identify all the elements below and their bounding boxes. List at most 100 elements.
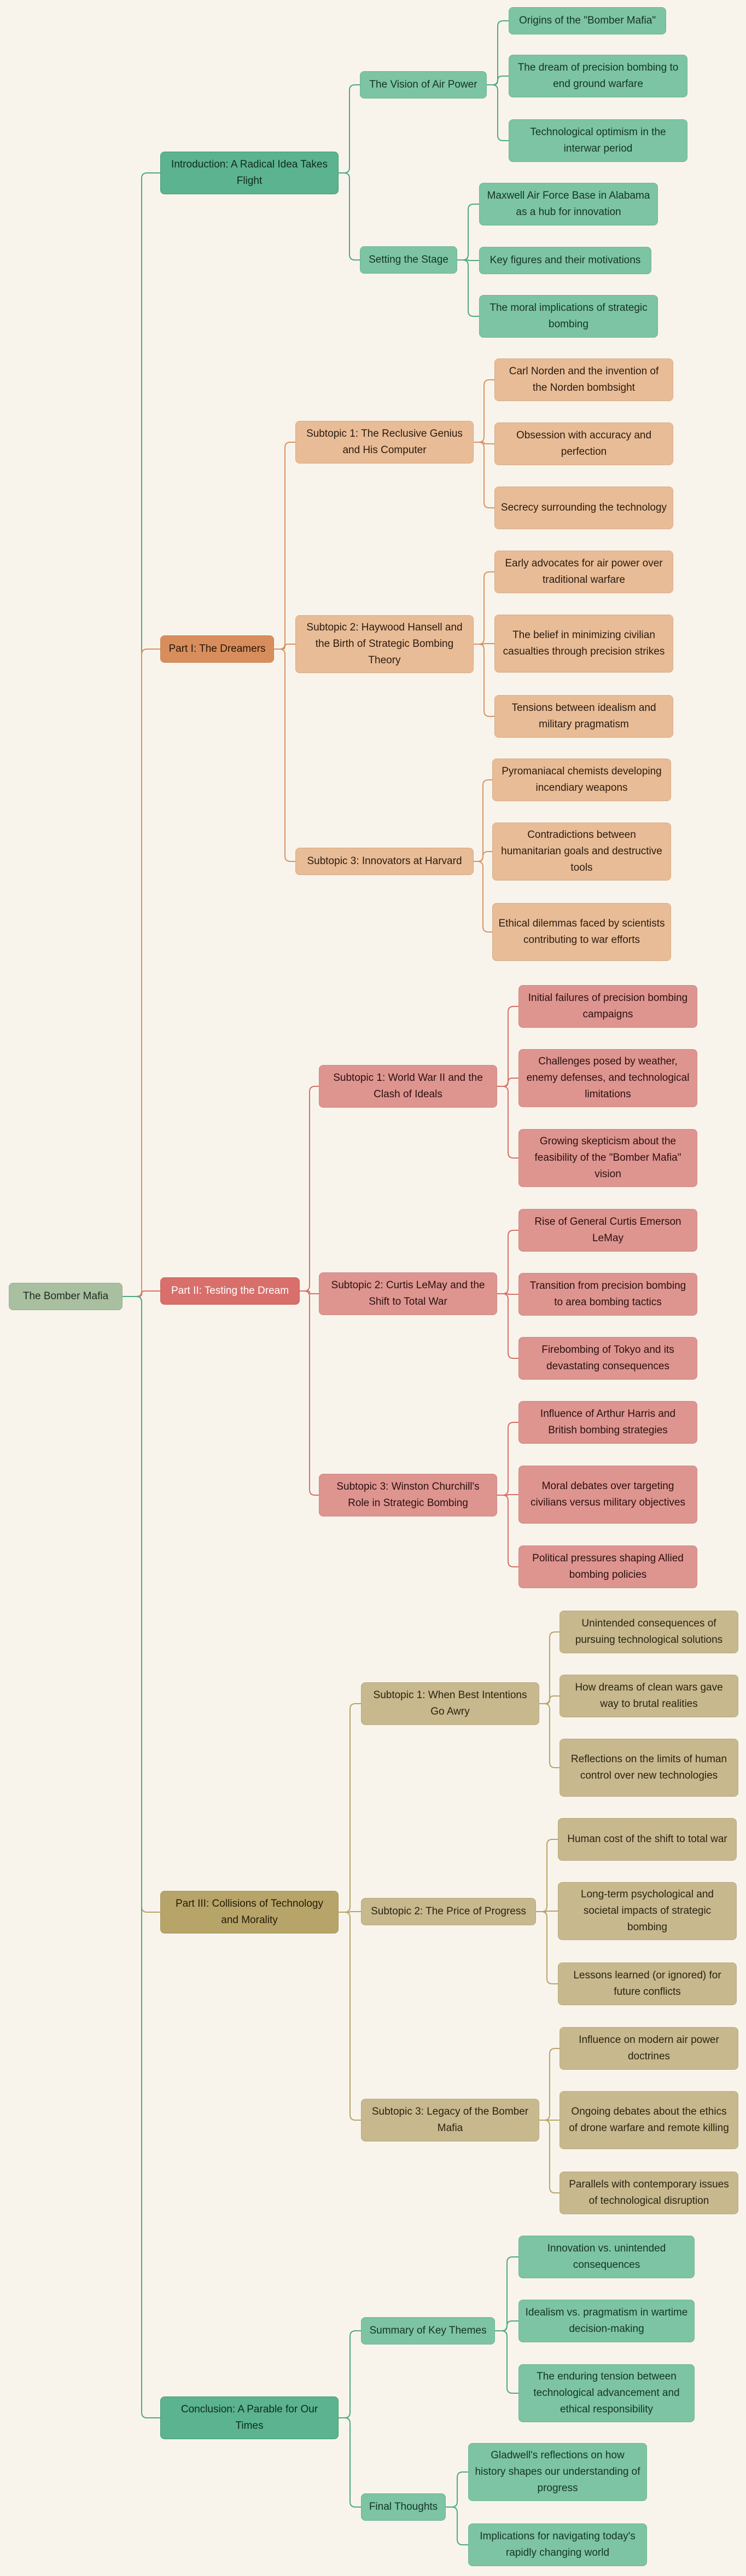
root-branch-connector: [123, 1290, 160, 1297]
leaf-early-advocates[interactable]: Early advocates for air power over tradi…: [494, 551, 673, 593]
leaf-origins-bomber-mafia[interactable]: Origins of the "Bomber Mafia": [509, 7, 666, 34]
leaf-maxwell-air-force-base[interactable]: Maxwell Air Force Base in Alabama as a h…: [479, 183, 658, 225]
subtopic-summary-key-themes[interactable]: Summary of Key Themes: [361, 2317, 495, 2345]
leaf-lessons-learned[interactable]: Lessons learned (or ignored) for future …: [558, 1963, 737, 2005]
branch-subtopic-connector: [274, 649, 295, 862]
branch-subtopic-connector: [274, 442, 295, 650]
leaf-limits-human-control[interactable]: Reflections on the limits of human contr…: [560, 1739, 738, 1797]
branch-subtopic-connector: [339, 1703, 361, 1913]
subtopic-leaf-connector: [536, 1911, 558, 1912]
leaf-obsession-accuracy[interactable]: Obsession with accuracy and perfection: [494, 422, 673, 465]
subtopic-leaf-connector: [536, 1911, 558, 1984]
subtopic-leaf-connector: [497, 1422, 518, 1496]
leaf-innovation-vs-consequences[interactable]: Innovation vs. unintended consequences: [518, 2236, 695, 2278]
subtopic-leaf-connector: [457, 259, 479, 261]
branch-subtopic-connector: [300, 1086, 319, 1292]
leaf-moral-implications[interactable]: The moral implications of strategic bomb…: [479, 295, 658, 338]
branch-subtopic-connector: [300, 1290, 319, 1294]
leaf-dream-precision-bombing[interactable]: The dream of precision bombing to end gr…: [509, 55, 687, 97]
leaf-secrecy-technology[interactable]: Secrecy surrounding the technology: [494, 487, 673, 529]
subtopic-leaf-connector: [474, 442, 494, 444]
subtopic-haywood-hansell[interactable]: Subtopic 2: Haywood Hansell and the Birt…: [295, 615, 474, 673]
leaf-rise-of-lemay[interactable]: Rise of General Curtis Emerson LeMay: [518, 1209, 697, 1252]
subtopic-leaf-connector: [487, 84, 509, 141]
subtopic-leaf-connector: [497, 1495, 518, 1567]
leaf-unintended-consequences[interactable]: Unintended consequences of pursuing tech…: [560, 1611, 738, 1653]
branch-subtopic-connector: [274, 644, 295, 650]
leaf-human-cost[interactable]: Human cost of the shift to total war: [558, 1818, 737, 1861]
subtopic-setting-the-stage[interactable]: Setting the Stage: [360, 246, 457, 274]
subtopic-leaf-connector: [497, 1086, 518, 1159]
subtopic-leaf-connector: [539, 1695, 560, 1704]
subtopic-leaf-connector: [539, 1703, 560, 1768]
subtopic-leaf-connector: [497, 1293, 518, 1359]
subtopic-leaf-connector: [495, 2256, 518, 2331]
subtopic-leaf-connector: [497, 1078, 518, 1087]
subtopic-leaf-connector: [474, 644, 494, 717]
leaf-psychological-impacts[interactable]: Long-term psychological and societal imp…: [558, 1882, 737, 1940]
branch-part-3-collisions[interactable]: Part III: Collisions of Technology and M…: [160, 1891, 339, 1934]
leaf-carl-norden[interactable]: Carl Norden and the invention of the Nor…: [494, 358, 673, 401]
leaf-precision-to-area-bombing[interactable]: Transition from precision bombing to are…: [518, 1273, 697, 1316]
subtopic-leaf-connector: [474, 571, 494, 645]
leaf-gladwell-reflections[interactable]: Gladwell's reflections on how history sh…: [468, 2443, 647, 2501]
subtopic-price-of-progress[interactable]: Subtopic 2: The Price of Progress: [361, 1898, 536, 1925]
subtopic-vision-of-air-power[interactable]: The Vision of Air Power: [360, 71, 487, 99]
subtopic-leaf-connector: [487, 20, 509, 85]
subtopic-leaf-connector: [474, 861, 492, 933]
leaf-navigating-today[interactable]: Implications for navigating today's rapi…: [468, 2523, 647, 2566]
leaf-ethical-dilemmas-scientists[interactable]: Ethical dilemmas faced by scientists con…: [492, 903, 671, 961]
leaf-idealism-vs-pragmatism[interactable]: Idealism vs. pragmatism in wartime decis…: [518, 2300, 695, 2342]
subtopic-leaf-connector: [497, 1230, 518, 1294]
root-branch-connector: [123, 1296, 160, 2418]
leaf-initial-failures[interactable]: Initial failures of precision bombing ca…: [518, 985, 697, 1028]
root-node[interactable]: The Bomber Mafia: [9, 1283, 123, 1310]
subtopic-best-intentions[interactable]: Subtopic 1: When Best Intentions Go Awry: [361, 1682, 539, 1725]
leaf-key-figures[interactable]: Key figures and their motivations: [479, 247, 651, 274]
branch-subtopic-connector: [339, 84, 360, 173]
subtopic-leaf-connector: [497, 1006, 518, 1087]
leaf-weather-defenses[interactable]: Challenges posed by weather, enemy defen…: [518, 1049, 697, 1107]
leaf-clean-wars-brutal-realities[interactable]: How dreams of clean wars gave way to bru…: [560, 1675, 738, 1717]
leaf-growing-skepticism[interactable]: Growing skepticism about the feasibility…: [518, 1129, 697, 1187]
leaf-idealism-pragmatism-tensions[interactable]: Tensions between idealism and military p…: [494, 695, 673, 738]
branch-subtopic-connector: [339, 2417, 361, 2508]
subtopic-innovators-harvard[interactable]: Subtopic 3: Innovators at Harvard: [295, 848, 474, 875]
leaf-firebombing-tokyo[interactable]: Firebombing of Tokyo and its devastating…: [518, 1337, 697, 1380]
branch-introduction[interactable]: Introduction: A Radical Idea Takes Fligh…: [160, 152, 339, 194]
branch-part-2-testing[interactable]: Part II: Testing the Dream: [160, 1277, 300, 1305]
subtopic-leaf-connector: [539, 2120, 560, 2193]
subtopic-leaf-connector: [487, 76, 509, 85]
leaf-minimizing-casualties[interactable]: The belief in minimizing civilian casual…: [494, 615, 673, 673]
subtopic-leaf-connector: [457, 204, 479, 261]
branch-subtopic-connector: [339, 1912, 361, 2121]
branch-subtopic-connector: [339, 172, 360, 261]
leaf-enduring-tension[interactable]: The enduring tension between technologic…: [518, 2364, 695, 2422]
subtopic-leaf-connector: [446, 2506, 468, 2545]
leaf-political-pressures[interactable]: Political pressures shaping Allied bombi…: [518, 1545, 697, 1588]
leaf-technological-optimism[interactable]: Technological optimism in the interwar p…: [509, 119, 687, 162]
subtopic-ww2-clash-ideals[interactable]: Subtopic 1: World War II and the Clash o…: [319, 1065, 497, 1108]
root-branch-connector: [123, 649, 160, 1297]
subtopic-leaf-connector: [539, 2048, 560, 2121]
subtopic-leaf-connector: [539, 1631, 560, 1704]
subtopic-winston-churchill[interactable]: Subtopic 3: Winston Churchill's Role in …: [319, 1474, 497, 1516]
leaf-arthur-harris[interactable]: Influence of Arthur Harris and British b…: [518, 1401, 697, 1444]
subtopic-leaf-connector: [536, 1839, 558, 1912]
branch-part-1-dreamers[interactable]: Part I: The Dreamers: [160, 635, 274, 663]
branch-subtopic-connector: [300, 1290, 319, 1496]
subtopic-reclusive-genius[interactable]: Subtopic 1: The Reclusive Genius and His…: [295, 421, 474, 464]
leaf-humanitarian-contradictions[interactable]: Contradictions between humanitarian goal…: [492, 823, 671, 881]
subtopic-final-thoughts[interactable]: Final Thoughts: [361, 2493, 446, 2521]
leaf-modern-air-power[interactable]: Influence on modern air power doctrines: [560, 2027, 738, 2070]
subtopic-legacy-bomber-mafia[interactable]: Subtopic 3: Legacy of the Bomber Mafia: [361, 2099, 539, 2141]
branch-conclusion[interactable]: Conclusion: A Parable for Our Times: [160, 2396, 339, 2439]
subtopic-curtis-lemay[interactable]: Subtopic 2: Curtis LeMay and the Shift t…: [319, 1272, 497, 1315]
subtopic-leaf-connector: [474, 779, 492, 862]
leaf-technological-disruption[interactable]: Parallels with contemporary issues of te…: [560, 2172, 738, 2214]
leaf-moral-debates-targeting[interactable]: Moral debates over targeting civilians v…: [518, 1466, 697, 1524]
subtopic-leaf-connector: [495, 2330, 518, 2394]
leaf-pyromaniacal-chemists[interactable]: Pyromaniacal chemists developing incendi…: [492, 759, 671, 801]
leaf-drone-warfare-ethics[interactable]: Ongoing debates about the ethics of dron…: [560, 2091, 738, 2149]
